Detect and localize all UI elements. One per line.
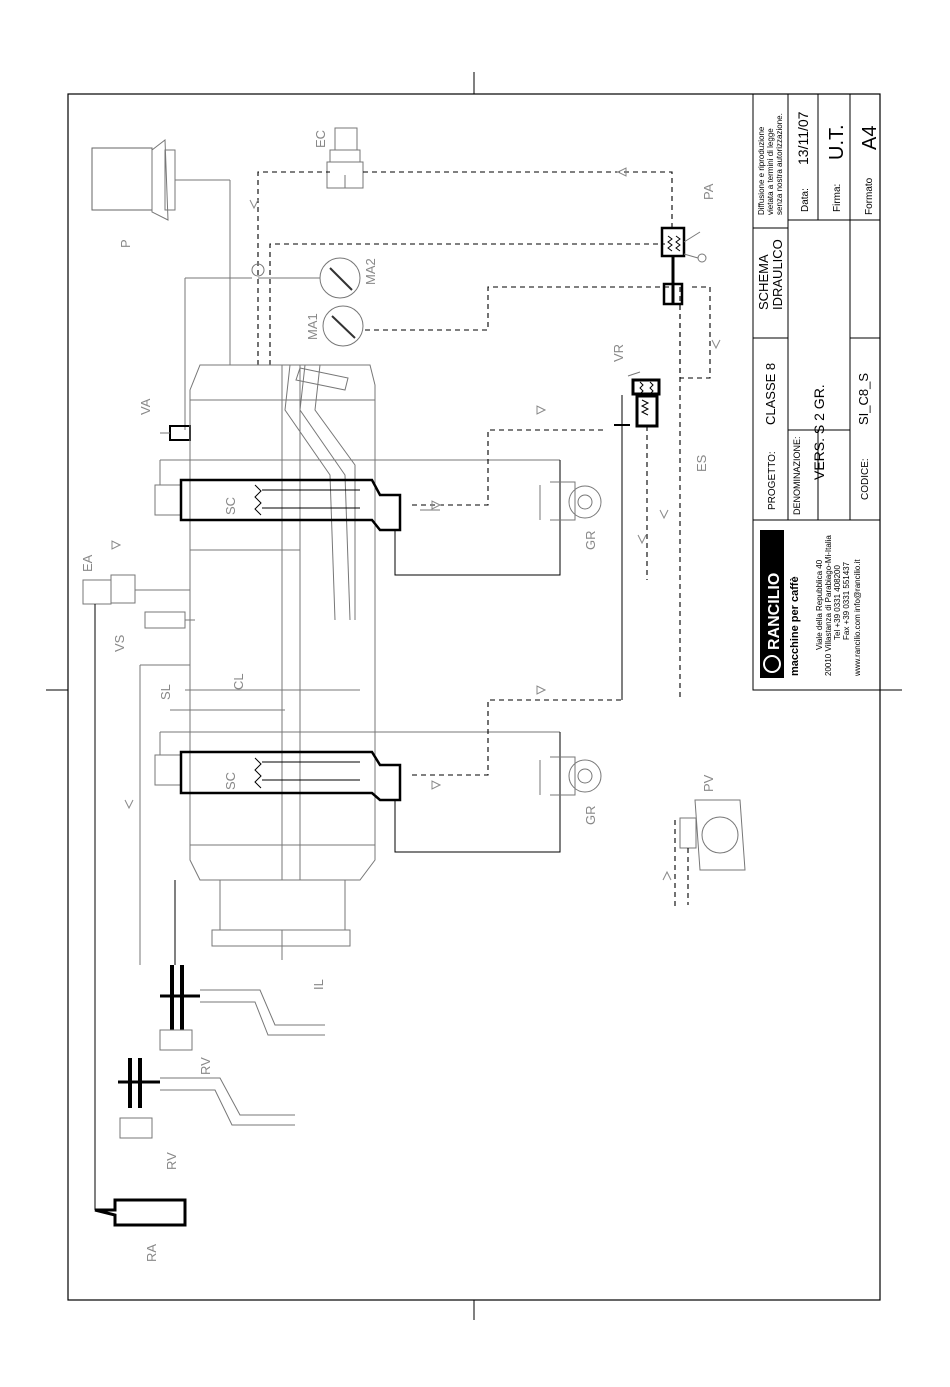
label-sc-bottom: SC <box>223 772 238 790</box>
progetto-label: PROGETTO: <box>767 451 778 510</box>
diagram: P EC PA MA2 MA1 VA VR ES SC GR EA VS SL … <box>80 127 746 1262</box>
tel-line: Tel +39 0331 408200 <box>833 564 842 640</box>
label-sc-top: SC <box>223 497 238 515</box>
data-value: 13/11/07 <box>795 111 811 165</box>
drawing-border <box>67 93 881 1301</box>
label-rv-lower: RV <box>164 1152 179 1170</box>
label-rv-upper: RV <box>198 1057 213 1075</box>
pump-p <box>91 139 231 365</box>
label-sl: SL <box>158 684 173 700</box>
rights-line-1: Diffusione e riproduzione <box>757 126 766 215</box>
label-p: P <box>118 239 133 248</box>
manometer-ma2 <box>258 257 361 299</box>
schema-line-2: IDRAULICO <box>770 239 785 310</box>
firma-label: Firma: <box>832 184 843 212</box>
progetto-value: CLASSE 8 <box>763 363 778 425</box>
brand-logo-box <box>760 530 784 678</box>
manometer-ma1 <box>322 305 364 347</box>
flow-arrows <box>111 167 721 881</box>
label-ea: EA <box>80 554 95 572</box>
crop-marks <box>46 72 902 1320</box>
electrovalve-ea <box>82 574 190 1210</box>
label-ra: RA <box>144 1244 159 1262</box>
label-pv: PV <box>701 774 716 792</box>
tap-rv-upper <box>159 880 325 1051</box>
heat-exchanger-tubes <box>284 364 356 621</box>
label-va: VA <box>138 398 153 415</box>
formato-label: Formato <box>864 177 875 215</box>
fax-line: Fax +39 0331 551437 <box>842 561 851 640</box>
label-ec: EC <box>313 130 328 148</box>
heat-exchanger-sc-top <box>154 429 605 576</box>
label-ma1: MA1 <box>305 313 320 340</box>
valve-es <box>614 394 659 700</box>
label-es: ES <box>694 454 709 472</box>
denominazione-label: DENOMINAZIONE: <box>792 436 802 515</box>
formato-value: A4 <box>859 126 881 150</box>
label-vs: VS <box>112 634 127 652</box>
boiler <box>185 364 376 881</box>
brand-logo-mark <box>763 655 781 673</box>
address-line-2: 20010 Villastanza di Parabiago-Mi-Italia <box>824 535 833 676</box>
label-cl: CL <box>231 673 246 690</box>
probe-cl-sl <box>139 549 300 965</box>
sensor-vs <box>144 611 195 629</box>
electrovalve-ec <box>326 127 364 189</box>
brand-tagline: macchine per caffè <box>789 576 801 676</box>
denominazione-value: VERS. S 2 GR. <box>811 384 827 480</box>
filter-ra <box>94 1198 187 1227</box>
label-gr-bottom: GR <box>583 806 598 826</box>
rights-line-2: vietata a termini di legge <box>766 128 775 215</box>
label-vr: VR <box>611 344 626 362</box>
firma-value: U.T. <box>826 124 848 160</box>
group-gr-top <box>539 481 602 521</box>
fitting-top <box>184 263 265 430</box>
dashed-circuit-top <box>257 171 711 379</box>
data-label: Data: <box>800 188 811 212</box>
level-indicator-il <box>211 880 351 960</box>
label-pa: PA <box>701 183 716 200</box>
address-line-1: Viale della Repubblica 40 <box>815 559 824 650</box>
web-line: www.rancilio.com info@rancilio.it <box>853 559 862 677</box>
tap-rv-lower <box>118 1058 295 1139</box>
label-il: IL <box>311 979 326 990</box>
rights-line-3: senza nostra autorizzazione. <box>775 113 784 215</box>
codice-value: SI_C8_S <box>856 373 871 425</box>
codice-label: CODICE: <box>860 458 871 500</box>
component-labels: P EC PA MA2 MA1 VA VR ES SC GR EA VS SL … <box>80 130 716 1262</box>
group-gr-bottom <box>539 756 602 796</box>
pressure-switch-pa <box>660 226 707 306</box>
label-gr-top: GR <box>583 531 598 551</box>
label-ma2: MA2 <box>363 258 378 285</box>
pump-pv <box>674 287 746 908</box>
title-block: Diffusione e riproduzione vietata a term… <box>752 93 881 691</box>
brand-name: RANCILIO <box>766 573 783 650</box>
schema-line-1: SCHEMA <box>756 254 771 310</box>
valve-vr <box>627 371 661 396</box>
heat-exchanger-sc-bottom <box>154 699 622 853</box>
